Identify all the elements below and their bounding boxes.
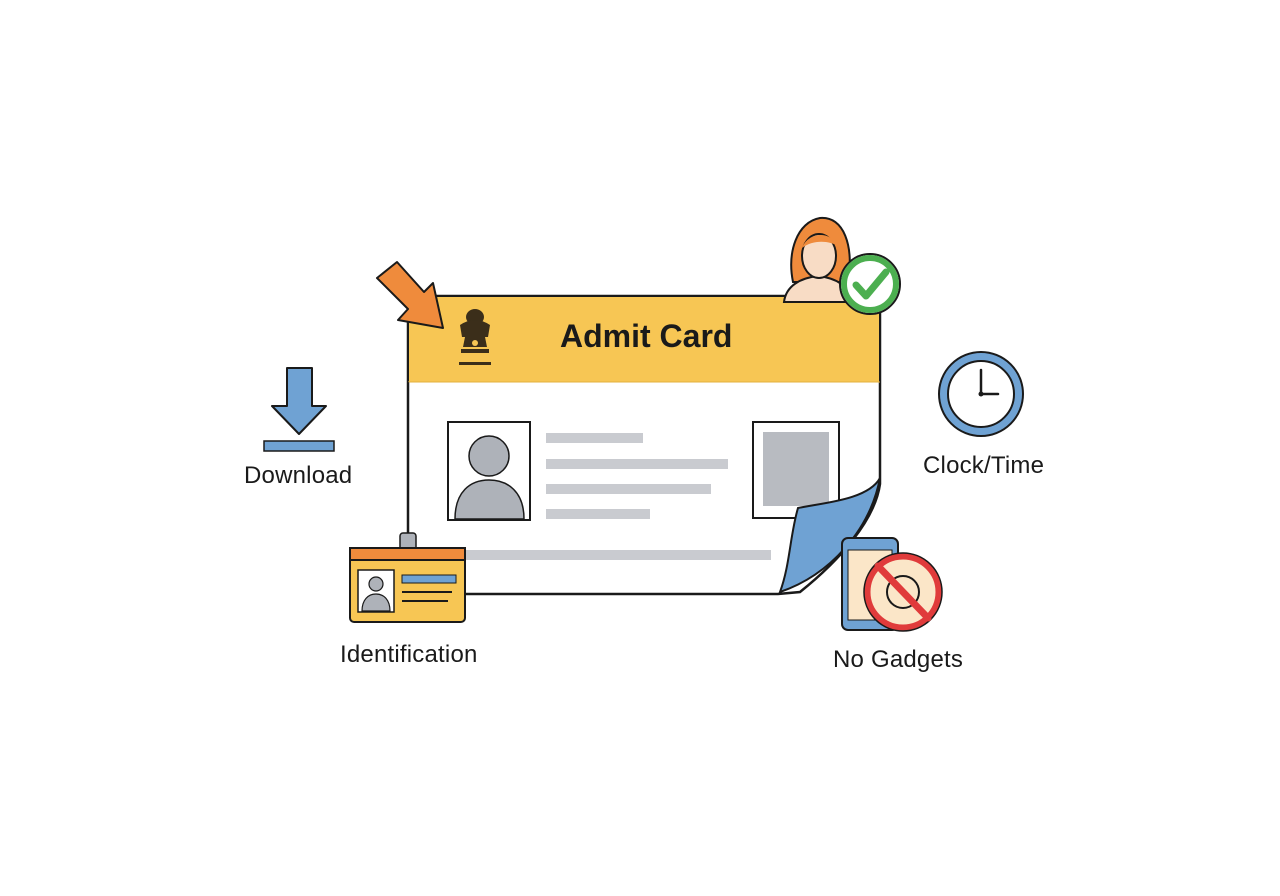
orange-arrow-icon xyxy=(376,261,444,329)
card-header xyxy=(409,297,879,382)
clock-icon xyxy=(938,351,1024,437)
woman-avatar-icon xyxy=(782,216,854,303)
card-detail-lines xyxy=(466,433,771,560)
id-badge-icon xyxy=(349,382,466,623)
no-phone-icon xyxy=(841,537,943,632)
download-arrow-icon[interactable] xyxy=(263,367,335,452)
card-title: Admit Card xyxy=(560,318,733,354)
person-silhouette-icon xyxy=(454,435,525,520)
national-emblem-icon xyxy=(459,309,491,365)
no-gadgets-label: No Gadgets xyxy=(833,646,964,673)
clock-time-label: Clock/Time xyxy=(923,452,1045,479)
green-check-icon xyxy=(839,253,901,315)
download-label[interactable]: Download xyxy=(244,462,353,489)
admit-card xyxy=(406,294,882,596)
identification-label: Identification xyxy=(340,641,478,668)
